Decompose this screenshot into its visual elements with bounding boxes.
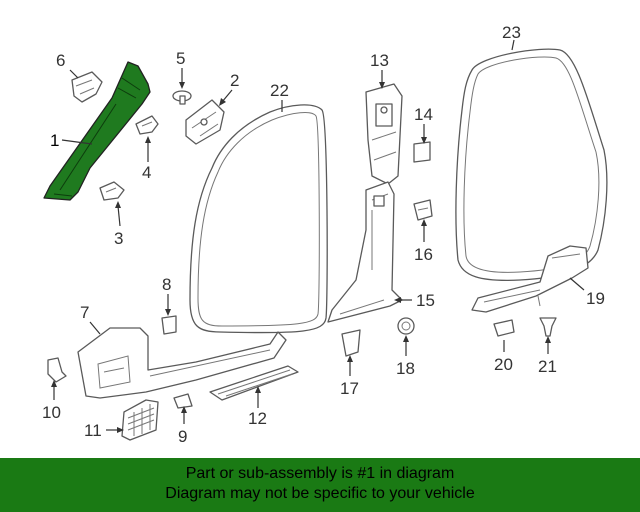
- callout-2: 2: [230, 71, 239, 90]
- part-19-rear-sill-trim[interactable]: [471, 245, 589, 313]
- callout-6: 6: [56, 51, 65, 70]
- part-1-a-pillar-trim[interactable]: [43, 61, 151, 201]
- callout-numbers: 1 2 3 4 5 6 7 8 9 10 11 12 13 14 15 16 1…: [42, 23, 605, 446]
- part-6-clip[interactable]: [71, 71, 103, 103]
- banner-line-2: Diagram may not be specific to your vehi…: [165, 485, 475, 502]
- leader-lines: [51, 39, 585, 433]
- callout-3: 3: [114, 229, 123, 248]
- callout-16: 16: [414, 245, 433, 264]
- callout-21: 21: [538, 357, 557, 376]
- part-22-front-door-weatherstrip[interactable]: [189, 104, 328, 334]
- callout-17: 17: [340, 379, 359, 398]
- part-21-push-pin[interactable]: [539, 317, 557, 337]
- part-8-clip[interactable]: [161, 315, 177, 335]
- callout-12: 12: [248, 409, 267, 428]
- callout-15: 15: [416, 291, 435, 310]
- part-20-clip[interactable]: [493, 319, 515, 337]
- callout-14: 14: [414, 105, 433, 124]
- part-5-bolt[interactable]: [172, 90, 192, 105]
- callout-20: 20: [494, 355, 513, 374]
- callout-8: 8: [162, 275, 171, 294]
- part-18-push-pin[interactable]: [397, 317, 415, 335]
- part-2-bracket[interactable]: [185, 99, 225, 145]
- part-7-kick-panel-sill[interactable]: [77, 327, 287, 399]
- callout-11: 11: [84, 421, 102, 440]
- part-11-vent-grille[interactable]: [121, 399, 159, 441]
- callout-1: 1: [50, 131, 59, 150]
- part-13-b-pillar-upper-trim[interactable]: [365, 83, 403, 185]
- part-23-rear-door-weatherstrip[interactable]: [455, 48, 608, 282]
- parts-diagram: 1 2 3 4 5 6 7 8 9 10 11 12 13 14 15 16 1…: [42, 23, 608, 446]
- part-10-clip[interactable]: [47, 357, 67, 383]
- callout-4: 4: [142, 163, 151, 182]
- part-12-scuff-plate[interactable]: [209, 365, 299, 401]
- part-17-clip[interactable]: [341, 329, 361, 357]
- callout-23: 23: [502, 23, 521, 42]
- part-4-bracket[interactable]: [135, 115, 159, 135]
- callout-19: 19: [586, 289, 605, 308]
- part-9-clip[interactable]: [173, 393, 193, 409]
- callout-10: 10: [42, 403, 61, 422]
- callout-9: 9: [178, 427, 187, 446]
- callout-22: 22: [270, 81, 289, 100]
- part-3-clip[interactable]: [99, 181, 125, 201]
- callout-7: 7: [80, 303, 89, 322]
- part-15-b-pillar-lower-trim[interactable]: [327, 181, 403, 323]
- part-14-clip[interactable]: [413, 141, 431, 163]
- part-16-clip[interactable]: [413, 199, 433, 221]
- banner-line-1: Part or sub-assembly is #1 in diagram: [185, 465, 455, 482]
- disclaimer-banner: Part or sub-assembly is #1 in diagram Di…: [0, 458, 640, 512]
- callout-18: 18: [396, 359, 415, 378]
- callout-13: 13: [370, 51, 389, 70]
- callout-5: 5: [176, 49, 185, 68]
